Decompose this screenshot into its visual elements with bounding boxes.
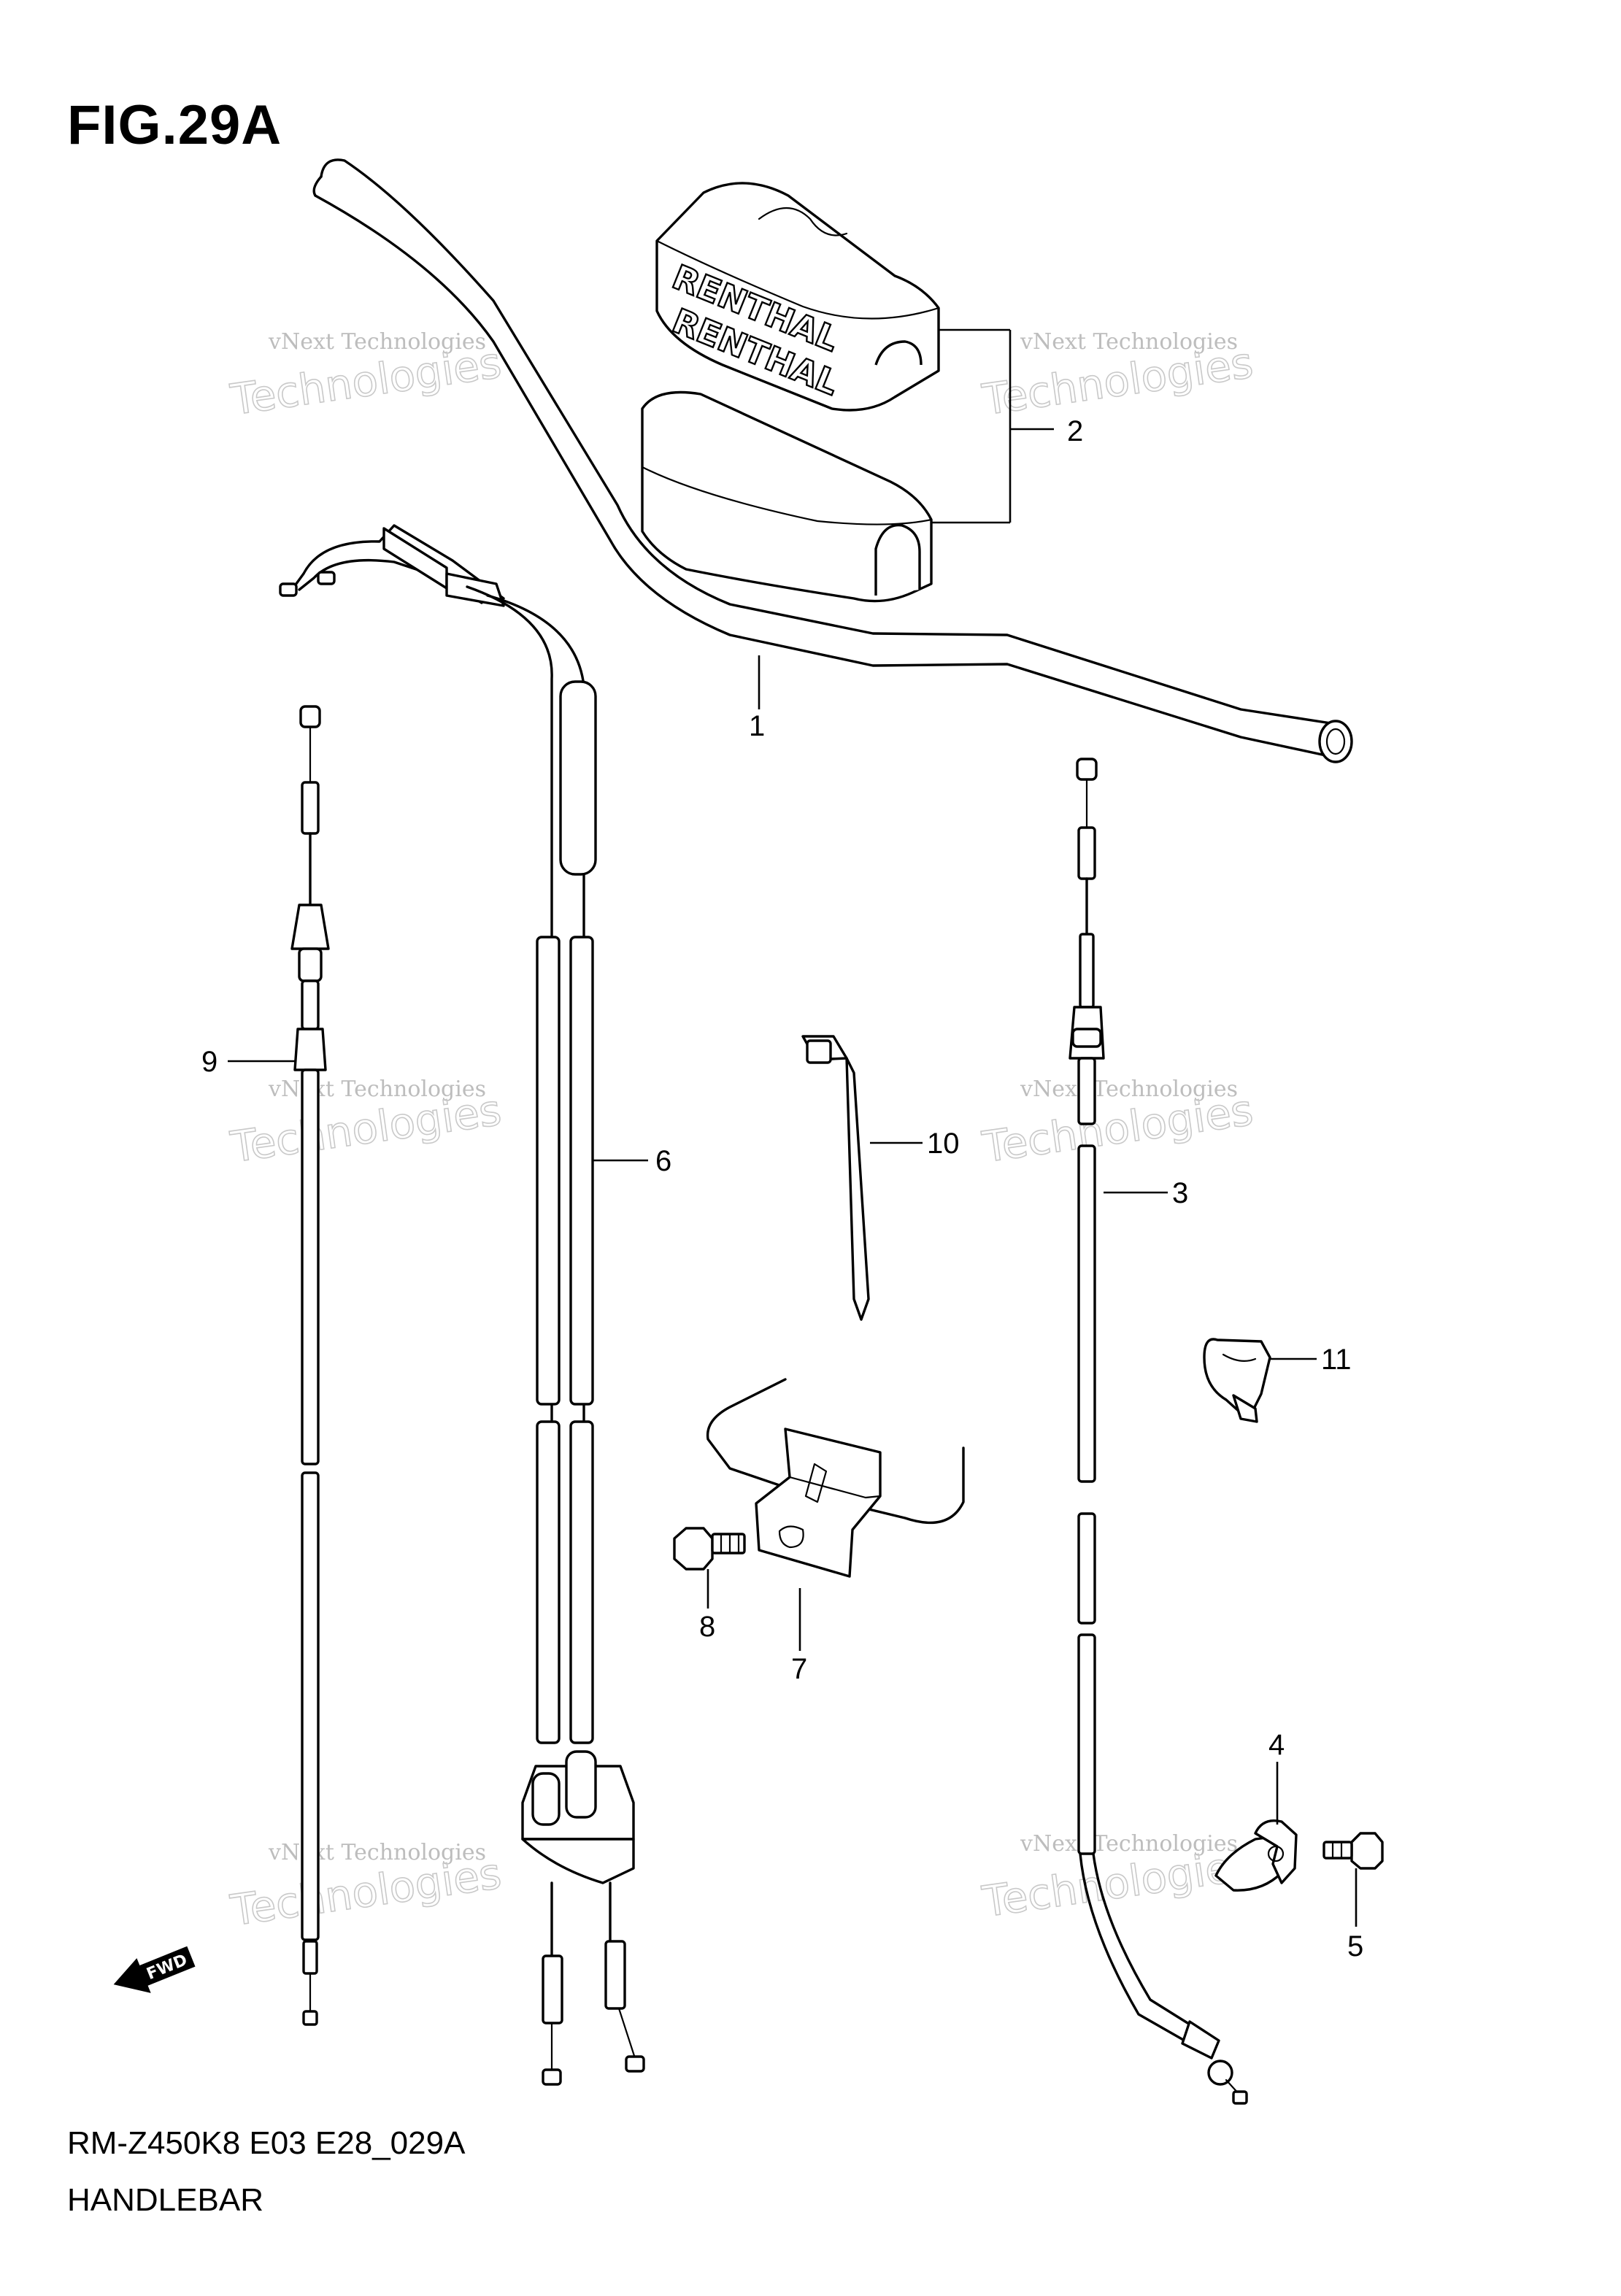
hot-start-cable-part [228, 705, 330, 2026]
figure-title: FIG.29A [67, 94, 282, 156]
cable-tie-part [801, 1035, 923, 1321]
callout-part-6: 6 [655, 1145, 671, 1177]
callout-part-7: 7 [791, 1653, 807, 1685]
forward-arrow-icon: FWD [113, 1946, 196, 1993]
watermark-small: vNext Technologies [268, 329, 486, 355]
throttle-cable-part [279, 524, 648, 2086]
callout-part-2: 2 [1067, 415, 1083, 447]
callout-part-4: 4 [1268, 1729, 1285, 1761]
section-name: HANDLEBAR [67, 2182, 263, 2218]
watermark-small: vNext Technologies [1020, 329, 1238, 355]
callout-part-11: 11 [1321, 1344, 1352, 1376]
callout-part-3: 3 [1172, 1177, 1188, 1209]
callout-part-9: 9 [201, 1046, 217, 1078]
callout-part-10: 10 [927, 1128, 960, 1160]
handlebar-part [312, 158, 1353, 763]
clamp-part [1203, 1338, 1317, 1423]
watermark-small: vNext Technologies [1020, 1076, 1238, 1102]
bolt-part [673, 1527, 746, 1609]
small-bolt-part [1322, 1832, 1384, 1927]
cable-bracket-part [706, 1378, 965, 1651]
callout-part-5: 5 [1347, 1930, 1363, 1962]
cable-guide-part [1214, 1762, 1298, 1892]
callout-labels: 1 2 3 4 5 6 7 8 9 10 11 [201, 415, 1363, 1962]
callout-part-1: 1 [749, 710, 765, 742]
model-code: RM-Z450K8 E03 E28_029A [67, 2125, 466, 2161]
clutch-cable-part [1069, 758, 1248, 2105]
watermark-small: vNext Technologies [1020, 1831, 1238, 1857]
callout-part-8: 8 [699, 1611, 715, 1643]
